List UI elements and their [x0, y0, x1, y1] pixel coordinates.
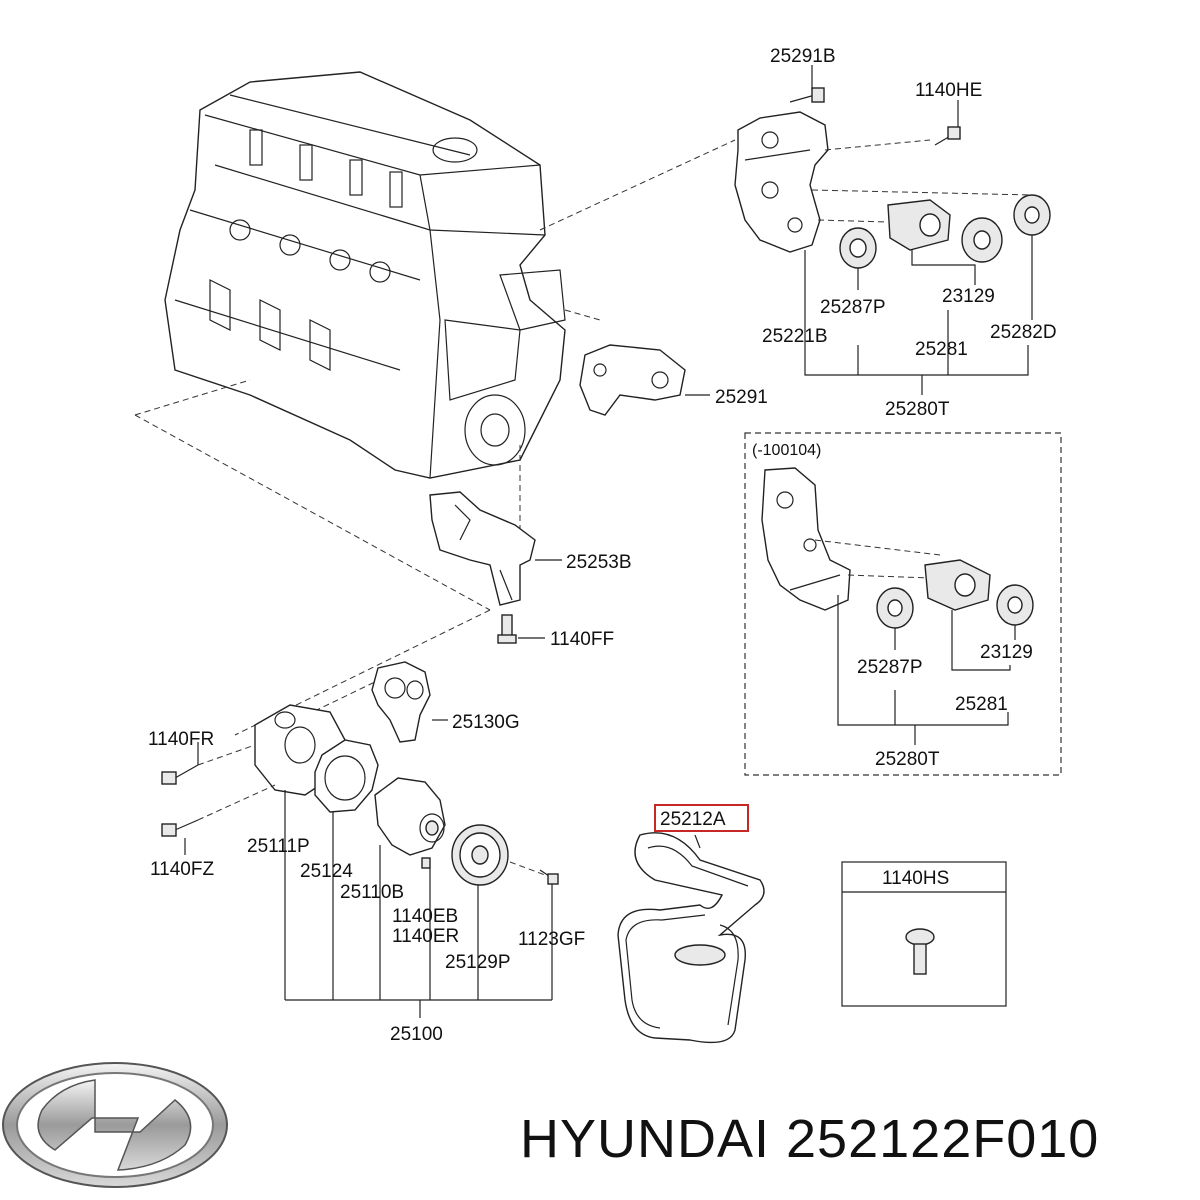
label-25212A: 25212A	[660, 809, 726, 830]
label-25291: 25291	[715, 387, 768, 408]
bracket-25253B	[429, 491, 562, 644]
label-25291B: 25291B	[770, 46, 836, 67]
label-1140FF: 1140FF	[550, 629, 614, 650]
label-inset-range: (-100104)	[752, 442, 821, 459]
label-25287P-inset: 25287P	[857, 657, 923, 678]
water-pump-group	[161, 704, 559, 1018]
label-1140FR: 1140FR	[148, 729, 214, 750]
drive-belt-25212A	[617, 804, 765, 1044]
label-25287P-top: 25287P	[820, 297, 886, 318]
label-25110B: 25110B	[340, 882, 404, 903]
label-25124: 25124	[300, 861, 353, 882]
label-1123GF: 1123GF	[518, 929, 585, 950]
gasket-25130G	[371, 661, 448, 743]
label-25281-inset: 25281	[955, 694, 1008, 715]
label-1140ER: 1140ER	[392, 926, 459, 947]
label-25280T-top: 25280T	[885, 399, 950, 420]
bolt-box-1140HS	[841, 861, 1007, 1007]
product-title: HYUNDAI 252122F010	[520, 1109, 1100, 1169]
hyundai-logo-icon	[2, 1062, 228, 1188]
inset-box	[744, 432, 1062, 776]
engine-block	[164, 71, 566, 479]
label-25130G: 25130G	[452, 712, 520, 733]
label-1140FZ: 1140FZ	[150, 859, 214, 880]
label-25100: 25100	[390, 1024, 443, 1045]
label-23129-inset: 23129	[980, 642, 1033, 663]
label-25280T-inset: 25280T	[875, 749, 940, 770]
label-25129P: 25129P	[445, 952, 511, 973]
label-1140HE: 1140HE	[915, 80, 982, 101]
tensioner-assembly-top	[734, 65, 1051, 395]
label-23129-top: 23129	[942, 286, 995, 307]
label-1140HS: 1140HS	[882, 868, 949, 889]
label-25253B: 25253B	[566, 552, 632, 573]
label-25282D: 25282D	[990, 322, 1057, 343]
label-25221B: 25221B	[762, 326, 828, 347]
label-1140EB: 1140EB	[392, 906, 458, 927]
bracket-25291	[579, 344, 710, 416]
label-25281-top: 25281	[915, 339, 968, 360]
label-25111P: 25111P	[247, 836, 310, 857]
